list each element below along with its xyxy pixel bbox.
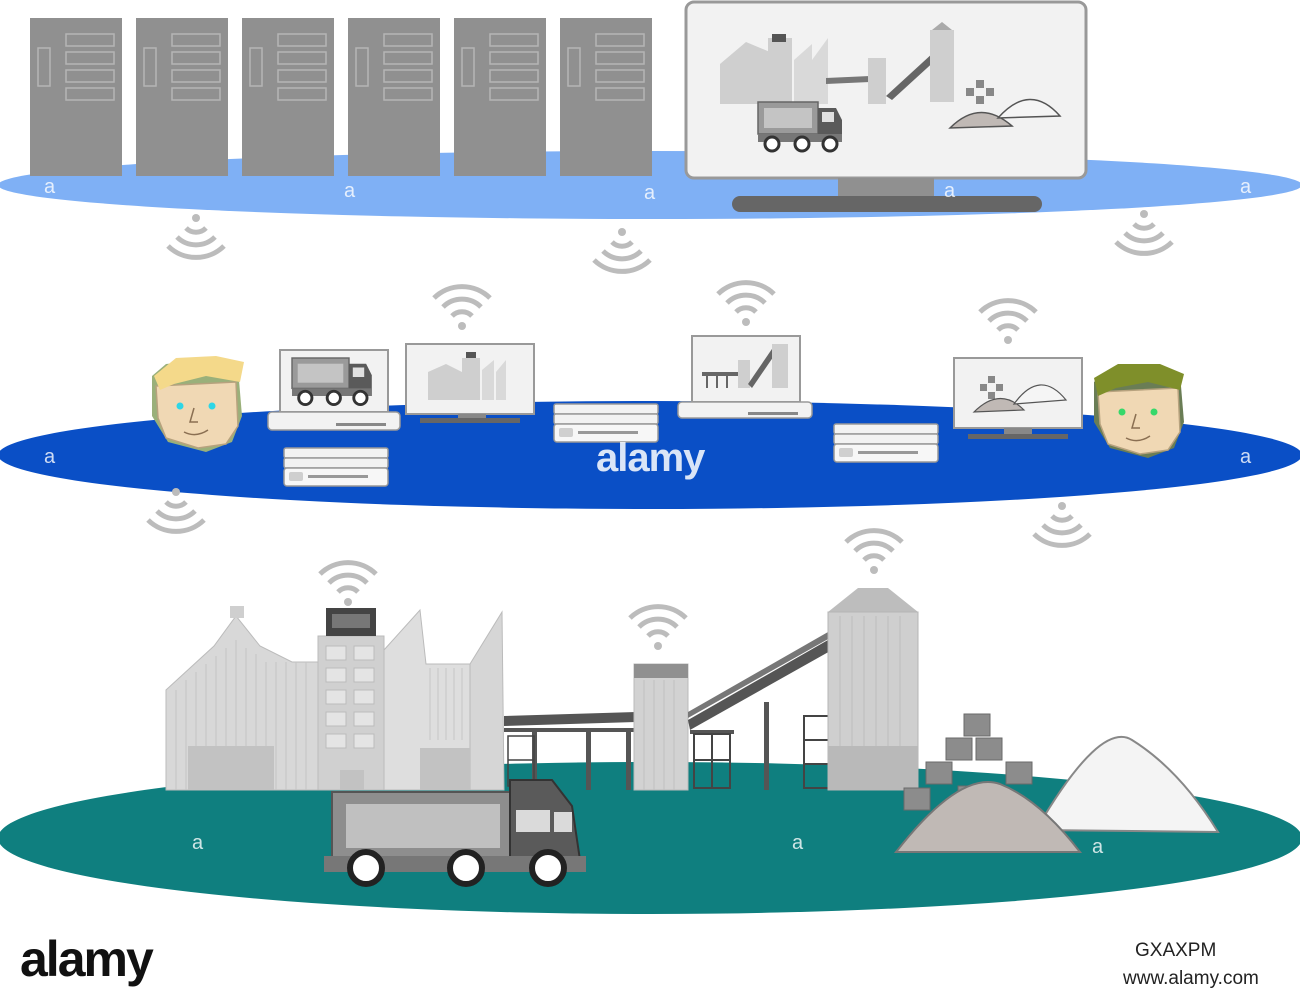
watermark-mark: a [644,182,656,204]
salt-pile-icon [1034,735,1220,834]
server-rack-icon [559,17,653,177]
wifi-icon [1116,210,1172,253]
conveyor-icon [504,712,636,790]
laptop-icon [677,335,813,419]
block-pallet-icon [903,713,1033,811]
wifi-icon [434,287,490,330]
server-rack-icon [29,17,123,177]
person-head-icon [151,355,245,453]
watermark-mark: a [344,180,356,202]
footer-bar [0,922,1300,1005]
watermark-mark: a [1092,836,1104,858]
watermark-mark: a [944,180,956,202]
wifi-icon [630,607,686,650]
wifi-icon [320,563,376,606]
wifi-icon [718,283,774,326]
footer-url: www.alamy.com [1123,968,1259,989]
person-head-icon [1093,363,1185,459]
hard-drive-stack-icon [833,423,939,463]
server-rack-icon [241,17,335,177]
monitor-icon [953,357,1083,439]
wifi-icon [980,301,1036,344]
watermark-mark: a [44,446,56,468]
watermark-mark: a [1240,446,1252,468]
footer-image-id: GXAXPM [1135,940,1217,961]
wifi-icon [1034,502,1090,545]
watermark-mark: a [1240,176,1252,198]
wifi-icon [148,488,204,531]
wifi-icon [168,214,224,257]
wifi-icon [846,531,902,574]
truck-icon [756,100,844,153]
server-rack-icon [347,17,441,177]
conveyor-icon [688,632,832,790]
watermark-mark: a [192,832,204,854]
silo-icon [827,588,919,791]
watermark-mark: a [44,176,56,198]
server-rack-icon [453,17,547,177]
wifi-icon [594,228,650,271]
server-rack-icon [135,17,229,177]
sand-pile-icon [893,781,1083,853]
hard-drive-stack-icon [283,447,389,487]
laptop-icon [267,349,401,431]
factory-icon [165,606,505,791]
truck-icon [324,779,586,887]
silo-icon [633,663,689,791]
watermark-logo: alamy [596,436,705,480]
footer-logo: alamy [20,931,154,987]
main-monitor-icon [684,0,1088,212]
watermark-mark: a [792,832,804,854]
monitor-icon [405,343,535,423]
